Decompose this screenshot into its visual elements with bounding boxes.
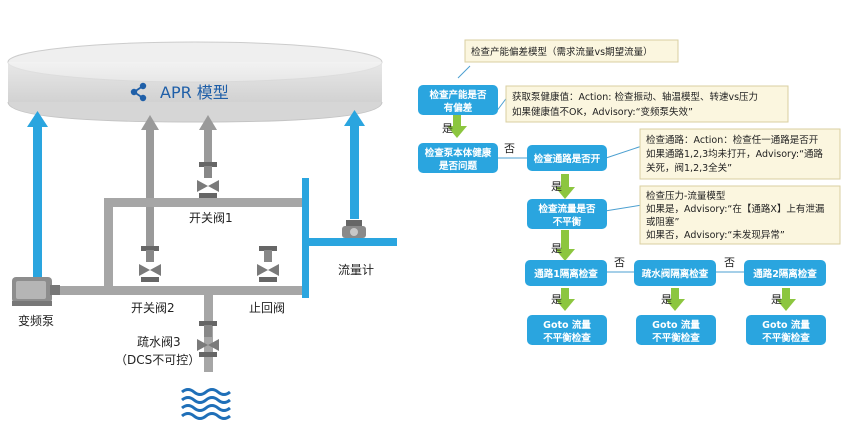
blue-arrow-right xyxy=(344,110,365,219)
share-nodes-icon xyxy=(130,82,147,102)
label-yes-b: 是 xyxy=(661,293,672,306)
svg-text:如果是，Advisory:“在【通路X】上有泄漏: 如果是，Advisory:“在【通路X】上有泄漏 xyxy=(646,203,824,215)
flowmeter-label: 流量计 xyxy=(338,263,374,277)
svg-text:如果健康值不OK，Advisory:“变频泵失效”: 如果健康值不OK，Advisory:“变频泵失效” xyxy=(512,106,693,118)
label-no-3: 否 xyxy=(724,256,735,269)
valve-2 xyxy=(139,246,161,282)
box-path2-isolation: 通路2隔离检查 xyxy=(744,260,826,286)
note-path: 检查通路：Action：检查任一通路是否开 如果通路1,2,3均未打开，Advi… xyxy=(639,128,841,180)
svg-text:不平衡: 不平衡 xyxy=(553,216,582,228)
svg-text:通路1隔离检查: 通路1隔离检查 xyxy=(534,268,598,280)
svg-text:是否问题: 是否问题 xyxy=(438,160,478,172)
gray-arrow-left xyxy=(141,115,159,248)
drain-valve-label: 疏水阀3 xyxy=(137,334,181,349)
label-no-1: 否 xyxy=(504,142,515,155)
box-drain-isolation: 疏水阀隔离检查 xyxy=(634,260,716,286)
svg-text:检查流量是否: 检查流量是否 xyxy=(538,203,596,215)
flowmeter xyxy=(342,220,366,238)
gray-arrow-right xyxy=(199,115,217,168)
svg-text:检查通路是否开: 检查通路是否开 xyxy=(534,153,601,165)
box-goto-1: Goto 流量 不平衡检查 xyxy=(527,315,607,345)
svg-text:疏水阀隔离检查: 疏水阀隔离检查 xyxy=(642,268,709,280)
svg-text:Goto 流量: Goto 流量 xyxy=(543,319,591,331)
box-goto-2: Goto 流量 不平衡检查 xyxy=(636,315,716,345)
note-pump-health: 获取泵健康值：Action: 检查振动、轴温模型、转速vs压力 如果健康值不OK… xyxy=(505,85,789,123)
apr-model-cylinder xyxy=(7,41,383,123)
blue-pipes xyxy=(302,178,397,298)
svg-text:检查压力-流量模型: 检查压力-流量模型 xyxy=(646,190,726,202)
box-path-open: 检查通路是否开 xyxy=(527,145,607,171)
svg-text:不平衡检查: 不平衡检查 xyxy=(652,332,700,344)
svg-text:Goto 流量: Goto 流量 xyxy=(762,319,810,331)
drain-valve xyxy=(197,321,219,357)
label-no-2: 否 xyxy=(614,256,625,269)
svg-text:关死，阀1,2,3全关”: 关死，阀1,2,3全关” xyxy=(646,162,732,174)
svg-text:获取泵健康值：Action: 检查振动、轴温模型、转速vs压: 获取泵健康值：Action: 检查振动、轴温模型、转速vs压力 xyxy=(512,91,758,103)
svg-text:不平衡检查: 不平衡检查 xyxy=(762,332,810,344)
green-arrows xyxy=(447,115,796,311)
blue-arrow-left xyxy=(27,111,48,287)
box-capacity: 检查产能是否 有偏差 xyxy=(418,85,498,115)
note-capacity: 检查产能偏差模型（需求流量vs期望流量） xyxy=(464,39,679,63)
svg-text:如果否，Advisory:“未发现异常”: 如果否，Advisory:“未发现异常” xyxy=(646,229,785,241)
svg-text:通路2隔离检查: 通路2隔离检查 xyxy=(753,268,817,280)
svg-text:检查泵本体健康: 检查泵本体健康 xyxy=(425,147,492,159)
check-valve-label: 止回阀 xyxy=(249,301,285,315)
box-flow-imbalance: 检查流量是否 不平衡 xyxy=(527,199,607,229)
valve-1-label: 开关阀1 xyxy=(189,211,233,225)
label-yes-2: 是 xyxy=(551,180,562,193)
water-waves-icon xyxy=(181,388,231,420)
box-path1-isolation: 通路1隔离检查 xyxy=(525,260,607,286)
check-valve xyxy=(257,246,279,282)
pump xyxy=(12,277,60,306)
valve-2-label: 开关阀2 xyxy=(131,301,175,315)
label-yes-c: 是 xyxy=(771,293,782,306)
svg-text:有偏差: 有偏差 xyxy=(444,102,473,114)
drain-valve-note: （DCS不可控） xyxy=(115,353,200,367)
label-yes-1: 是 xyxy=(442,122,453,135)
note-flow: 检查压力-流量模型 如果是，Advisory:“在【通路X】上有泄漏 或阻塞” … xyxy=(639,185,841,245)
box-pump-health: 检查泵本体健康 是否问题 xyxy=(418,143,498,173)
model-label: APR 模型 xyxy=(160,83,229,102)
flow-connectors xyxy=(457,65,744,273)
svg-text:检查产能是否: 检查产能是否 xyxy=(429,89,487,101)
pump-label: 变频泵 xyxy=(18,313,54,328)
label-yes-a: 是 xyxy=(551,293,562,306)
valve-1 xyxy=(197,162,219,198)
svg-text:Goto 流量: Goto 流量 xyxy=(652,319,700,331)
svg-text:或阻塞”: 或阻塞” xyxy=(646,216,680,228)
svg-text:检查产能偏差模型（需求流量vs期望流量）: 检查产能偏差模型（需求流量vs期望流量） xyxy=(471,46,653,58)
svg-text:不平衡检查: 不平衡检查 xyxy=(543,332,591,344)
svg-text:检查通路：Action：检查任一通路是否开: 检查通路：Action：检查任一通路是否开 xyxy=(646,134,819,146)
box-goto-3: Goto 流量 不平衡检查 xyxy=(746,315,826,345)
label-yes-3: 是 xyxy=(551,242,562,255)
svg-text:如果通路1,2,3均未打开，Advisory:“通路: 如果通路1,2,3均未打开，Advisory:“通路 xyxy=(646,148,824,160)
